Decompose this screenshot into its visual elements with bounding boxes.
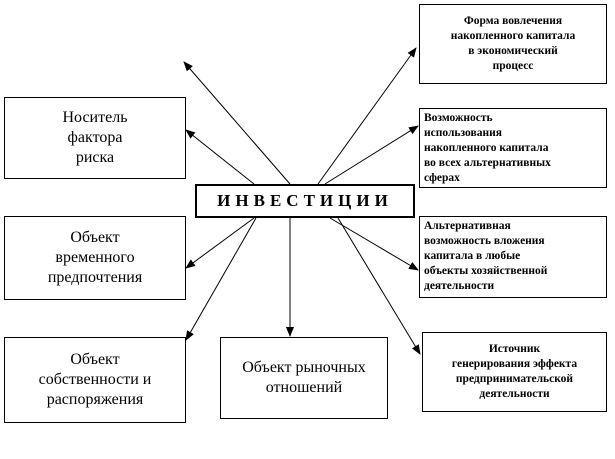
- arrow-to-entrepreneurial: [337, 217, 421, 355]
- arrow-to-capital-form: [317, 47, 417, 185]
- arrow-to-risk-factor: [185, 129, 255, 185]
- center-box-investments: ИНВЕСТИЦИИ: [195, 184, 415, 218]
- box-alternative-investment: Альтернативная возможность вложения капи…: [419, 216, 607, 298]
- box-time-preference-object: Объект временного предпочтения: [4, 216, 186, 300]
- box-label: Источник генерирования эффекта предприни…: [451, 343, 578, 400]
- box-risk-factor-carrier: Носитель фактора риска: [4, 97, 186, 179]
- box-label: Форма вовлечения накопленного капитала в…: [450, 15, 576, 72]
- box-label: Возможность использования накопленного к…: [424, 112, 551, 184]
- box-label: Объект собственности и распоряжения: [38, 351, 152, 408]
- center-label: ИНВЕСТИЦИИ: [217, 191, 393, 210]
- box-capital-involvement-form: Форма вовлечения накопленного капитала в…: [419, 4, 607, 84]
- arrow-to-top-space: [183, 61, 291, 185]
- arrow-to-capital-use: [324, 125, 419, 185]
- box-label: Объект временного предпочтения: [47, 229, 143, 286]
- arrow-to-ownership: [185, 217, 257, 341]
- arrow-to-time-preference: [185, 217, 255, 269]
- box-label: Альтернативная возможность вложения капи…: [424, 220, 548, 292]
- box-entrepreneurial-effect-source: Источник генерирования эффекта предприни…: [422, 332, 607, 412]
- arrow-to-alternative: [329, 217, 419, 271]
- box-label: Объект рыночных отношений: [242, 359, 366, 396]
- box-market-relations-object: Объект рыночных отношений: [220, 337, 388, 419]
- box-ownership-object: Объект собственности и распоряжения: [4, 337, 186, 423]
- box-label: Носитель фактора риска: [62, 109, 128, 166]
- box-capital-use-possibility: Возможность использования накопленного к…: [419, 108, 607, 188]
